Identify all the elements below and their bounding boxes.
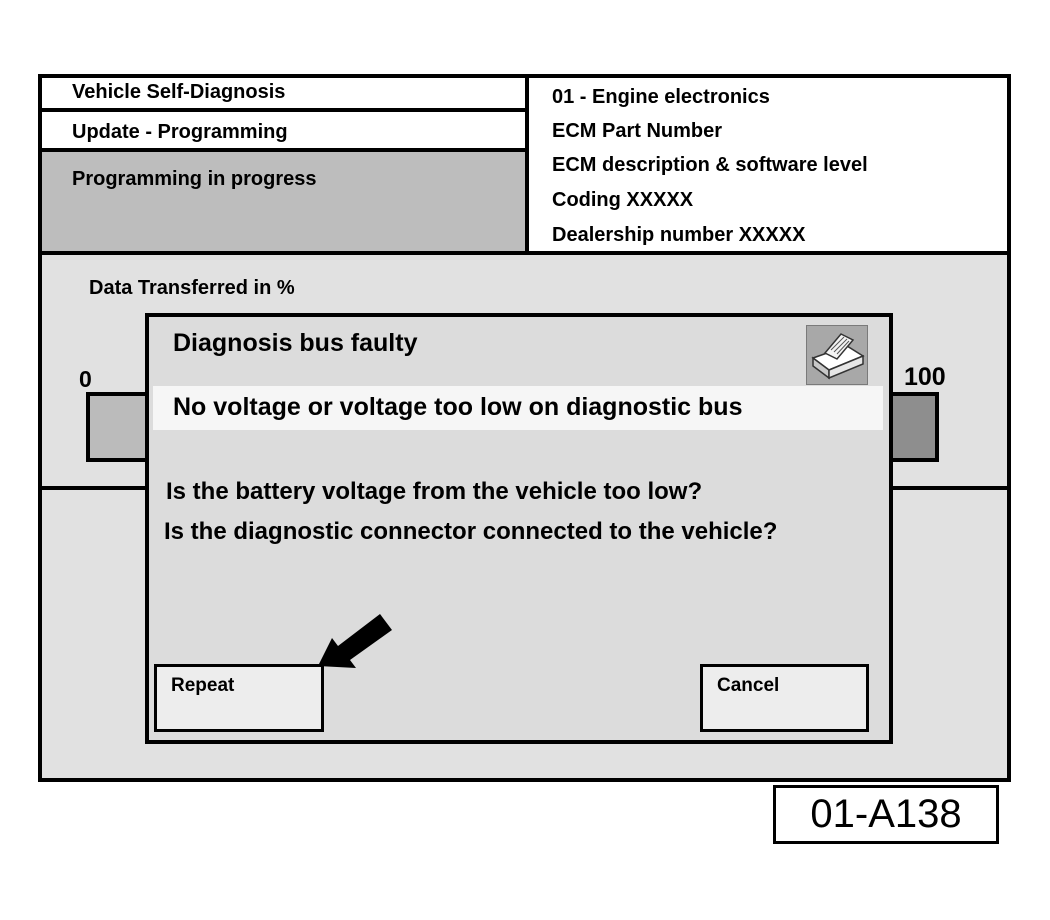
repeat-button-label: Repeat: [171, 675, 235, 696]
header-function-cell: Update - Programming: [42, 112, 525, 152]
printer-icon-graphic: [811, 333, 865, 380]
control-module-info: 01 - Engine electronics ECM Part Number …: [525, 78, 1007, 253]
info-dealership: Dealership number XXXXX: [552, 224, 806, 246]
figure-id: 01-A138: [773, 785, 999, 844]
progress-min-label: 0: [79, 366, 92, 392]
progress-label: Data Transferred in %: [89, 277, 295, 299]
arrow-pointer-icon: [318, 614, 392, 668]
header-title-cell: Vehicle Self-Diagnosis: [42, 78, 525, 112]
dialog-title: Diagnosis bus faulty: [173, 329, 418, 357]
info-part-number: ECM Part Number: [552, 120, 723, 142]
cancel-button[interactable]: Cancel: [700, 664, 869, 732]
header-divider: [42, 251, 1007, 255]
dialog-message: No voltage or voltage too low on diagnos…: [173, 393, 743, 421]
dialog-question-connector: Is the diagnostic connector connected to…: [164, 518, 778, 545]
dialog-question-battery: Is the battery voltage from the vehicle …: [166, 478, 703, 505]
dialog-message-band: No voltage or voltage too low on diagnos…: [153, 386, 883, 430]
header-title: Vehicle Self-Diagnosis: [72, 81, 286, 103]
header-status: Programming in progress: [72, 168, 317, 190]
info-module: 01 - Engine electronics: [552, 86, 770, 108]
progress-bar-left: [86, 392, 156, 462]
progress-max-label: 100: [904, 363, 946, 391]
info-coding: Coding XXXXX: [552, 189, 694, 211]
printer-icon[interactable]: [806, 325, 868, 385]
cancel-button-label: Cancel: [717, 675, 780, 696]
header-status-cell: Programming in progress: [42, 152, 525, 253]
header-function: Update - Programming: [72, 121, 288, 143]
info-description: ECM description & software level: [552, 154, 868, 176]
repeat-button[interactable]: Repeat: [154, 664, 324, 732]
